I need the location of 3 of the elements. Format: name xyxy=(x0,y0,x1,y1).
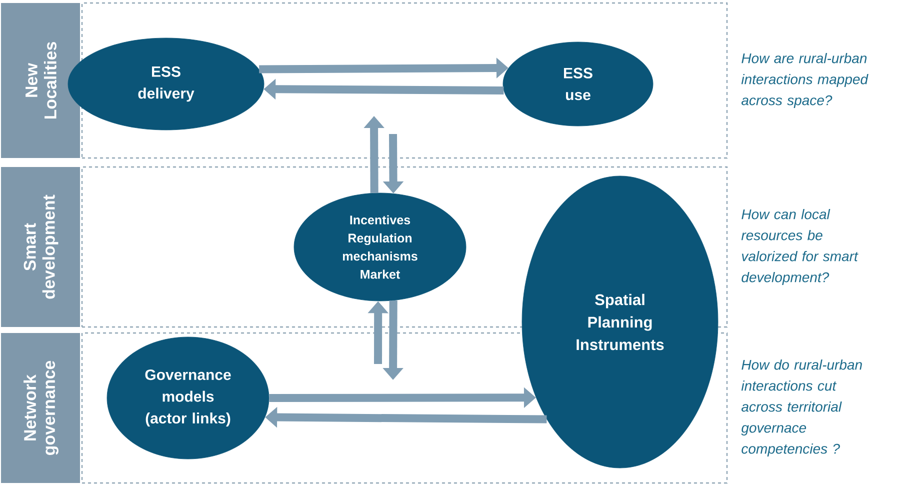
question-text: How are rural-urban interactions mapped across space? xyxy=(741,52,868,108)
question-text: How can local resources be valorized for smart development? xyxy=(741,208,858,286)
question-text: How do rural-urban interactions cut across territorial governace competencies ? xyxy=(741,359,862,456)
